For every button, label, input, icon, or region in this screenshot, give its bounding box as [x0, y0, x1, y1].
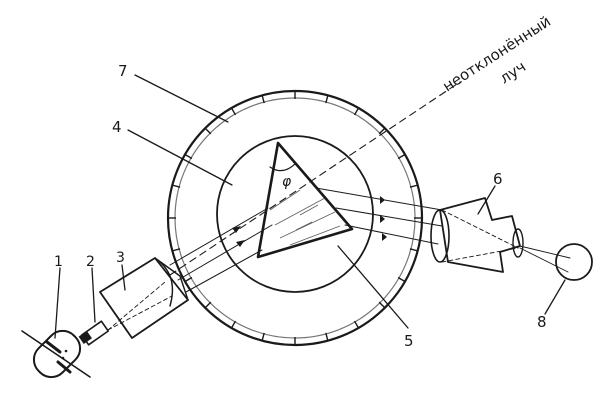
- scale-ticks: [168, 91, 422, 345]
- light-source: [21, 329, 91, 379]
- telescope: [430, 197, 571, 273]
- scale-tick: [172, 248, 181, 252]
- divided-circle: [166, 89, 424, 347]
- prism: [256, 141, 354, 259]
- scale-tick: [353, 107, 360, 116]
- scale-tick: [409, 184, 418, 188]
- label-8: 8: [537, 313, 547, 331]
- scale-tick: [325, 95, 329, 104]
- scale-tick: [325, 332, 329, 341]
- caption-line-2: луч: [496, 57, 529, 87]
- collimator: [99, 257, 189, 339]
- scale-tick: [409, 248, 418, 252]
- label-3: 3: [116, 250, 125, 266]
- scale-tick: [353, 320, 360, 329]
- scale-tick: [397, 276, 406, 283]
- scale-tick: [204, 127, 212, 135]
- label-5: 5: [404, 332, 414, 350]
- angle-phi: φ: [282, 174, 292, 190]
- scale-tick: [397, 153, 406, 160]
- leader-lines: [54, 74, 566, 339]
- label-1: 1: [54, 254, 63, 270]
- label-2: 2: [86, 254, 95, 270]
- scale-tick: [261, 95, 265, 104]
- slit: [78, 320, 110, 346]
- scale-tick: [261, 332, 265, 341]
- scale-tick: [230, 320, 237, 329]
- eye: [555, 243, 593, 281]
- refracted-beams: [315, 187, 443, 245]
- scale-tick: [184, 276, 193, 283]
- label-4: 4: [112, 118, 122, 136]
- label-7: 7: [118, 62, 128, 80]
- caption-line-1: неотклонённый: [439, 12, 554, 95]
- undeflected-ray: [169, 81, 461, 276]
- scale-tick: [378, 127, 386, 135]
- label-6: 6: [493, 170, 503, 188]
- scale-tick: [378, 301, 386, 309]
- scale-tick: [184, 153, 193, 160]
- scale-tick: [172, 184, 181, 188]
- scale-tick: [230, 107, 237, 116]
- incident-beams: [169, 207, 273, 293]
- scale-tick: [204, 301, 212, 309]
